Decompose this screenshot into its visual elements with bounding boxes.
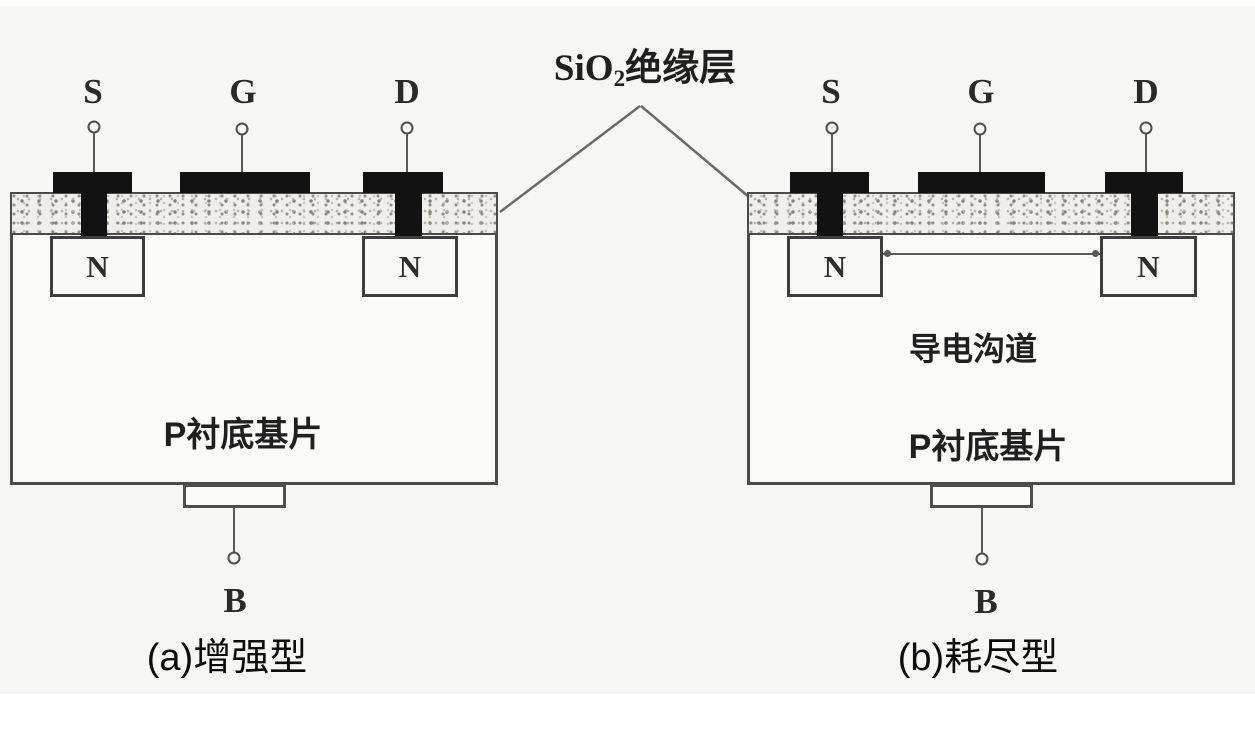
- channel-line-b: [883, 253, 1100, 255]
- n-region-left-b: N: [787, 236, 883, 297]
- bulk-label-b: B: [974, 582, 998, 621]
- lead-line-drain-b: [1145, 134, 1147, 173]
- lead-line-source-a: [93, 133, 95, 173]
- insulator-label: SiO2绝缘层: [554, 49, 736, 90]
- electrode-gate-b: [918, 172, 1045, 193]
- n-region-left-label-a: N: [86, 248, 109, 284]
- bulk-contact-a: [183, 484, 286, 508]
- terminal-label-gate-b: G: [967, 72, 995, 111]
- terminal-label-gate-a: G: [229, 72, 257, 111]
- bulk-lead-b: [981, 508, 983, 554]
- bulk-label-a: B: [223, 581, 247, 620]
- channel-label-b: 导电沟道: [908, 331, 1038, 367]
- insulator-formula-subscript: 2: [613, 66, 626, 91]
- n-region-right-a: N: [362, 236, 458, 297]
- electrode-source-stem-a: [81, 190, 107, 236]
- electrode-gate-a: [180, 172, 310, 193]
- n-region-right-label-b: N: [1137, 248, 1160, 284]
- channel-line-end-left-b: [884, 250, 891, 257]
- lead-line-gate-a: [241, 135, 243, 173]
- bulk-lead-a: [233, 508, 235, 553]
- terminal-node-gate-a: [235, 122, 249, 136]
- terminal-label-source-a: S: [83, 72, 103, 111]
- terminal-node-source-b: [825, 121, 839, 135]
- terminal-label-source-b: S: [821, 72, 841, 111]
- insulator-label-text: 绝缘层: [625, 47, 737, 88]
- lead-line-source-b: [831, 134, 833, 173]
- electrode-drain-a: [363, 172, 443, 193]
- bulk-node-a: [227, 551, 241, 565]
- caption-b: (b)耗尽型: [897, 637, 1059, 679]
- terminal-node-source-a: [87, 120, 101, 134]
- terminal-label-drain-b: D: [1133, 72, 1159, 111]
- electrode-drain-stem-b: [1131, 190, 1158, 236]
- lead-line-gate-b: [979, 135, 981, 173]
- n-region-right-b: N: [1100, 236, 1197, 297]
- n-region-left-a: N: [50, 236, 145, 297]
- electrode-source-b: [790, 172, 869, 193]
- electrode-source-a: [53, 172, 132, 193]
- bulk-node-b: [975, 552, 989, 566]
- bulk-contact-b: [930, 484, 1033, 508]
- n-region-left-label-b: N: [823, 248, 847, 284]
- electrode-drain-stem-a: [395, 190, 422, 236]
- channel-line-end-right-b: [1092, 250, 1099, 257]
- terminal-label-drain-a: D: [394, 72, 420, 111]
- terminal-node-gate-b: [973, 122, 987, 136]
- lead-line-drain-a: [406, 134, 408, 173]
- terminal-node-drain-a: [400, 121, 414, 135]
- substrate-label-a: P衬底基片: [163, 416, 323, 454]
- substrate-label-b: P衬底基片: [908, 428, 1068, 466]
- electrode-drain-b: [1105, 172, 1183, 193]
- caption-a: (a)增强型: [146, 637, 308, 679]
- insulator-formula: SiO: [553, 48, 614, 89]
- terminal-node-drain-b: [1139, 121, 1153, 135]
- n-region-right-label-a: N: [398, 248, 422, 284]
- electrode-source-stem-b: [817, 190, 843, 236]
